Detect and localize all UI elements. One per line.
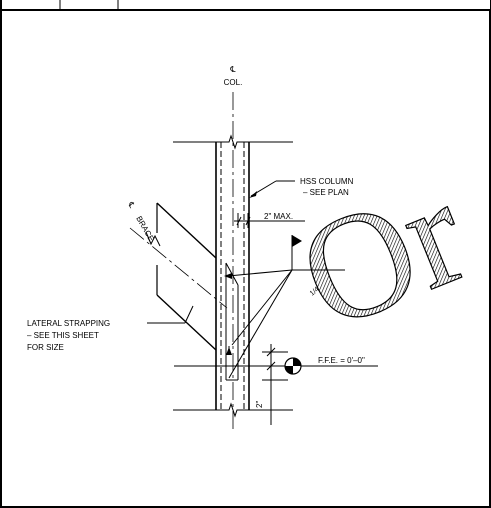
column-break-lines	[173, 134, 293, 418]
col-centerline-symbol: ℄	[229, 65, 236, 74]
hss-column	[215, 142, 250, 410]
diagonal-brace	[129, 202, 228, 351]
title-block-strip	[0, 0, 491, 11]
max-dimension-text: 2" MAX.	[264, 212, 293, 221]
brace-centerline-symbol: ℄	[126, 200, 137, 211]
hss-column-sublabel: – SEE PLAN	[303, 188, 349, 197]
lateral-strapping-callout: LATERAL STRAPPING – SEE THIS SHEET FOR S…	[27, 305, 194, 352]
strap-label-3: FOR SIZE	[27, 343, 64, 352]
hss-column-callout: HSS COLUMN – SEE PLAN	[249, 177, 354, 198]
strap-label-1: LATERAL STRAPPING	[27, 319, 110, 328]
sheet-border	[0, 9, 491, 508]
arrow-head	[224, 273, 232, 279]
col-centerline-text: COL.	[224, 78, 243, 87]
field-weld-flag	[292, 235, 302, 247]
weld-size-text: 1/4	[309, 286, 321, 298]
brace-centerline-label: BRACE ℄	[126, 200, 156, 243]
bottom-dimension-text: 2"	[255, 401, 264, 408]
ffe-target-symbol	[284, 357, 302, 375]
brace-centerline-text: BRACE	[134, 215, 156, 243]
strap-label-2: – SEE THIS SHEET	[27, 331, 99, 340]
floor-dimension	[262, 344, 288, 425]
hss-column-label: HSS COLUMN	[300, 177, 354, 186]
column-centerline-label: ℄ COL.	[224, 65, 243, 87]
max-dimension	[234, 213, 305, 228]
strap-arrow-head	[226, 347, 232, 355]
gusset-plate	[225, 262, 239, 381]
ffe-label: F.F.E. = 0'–0"	[318, 356, 365, 365]
